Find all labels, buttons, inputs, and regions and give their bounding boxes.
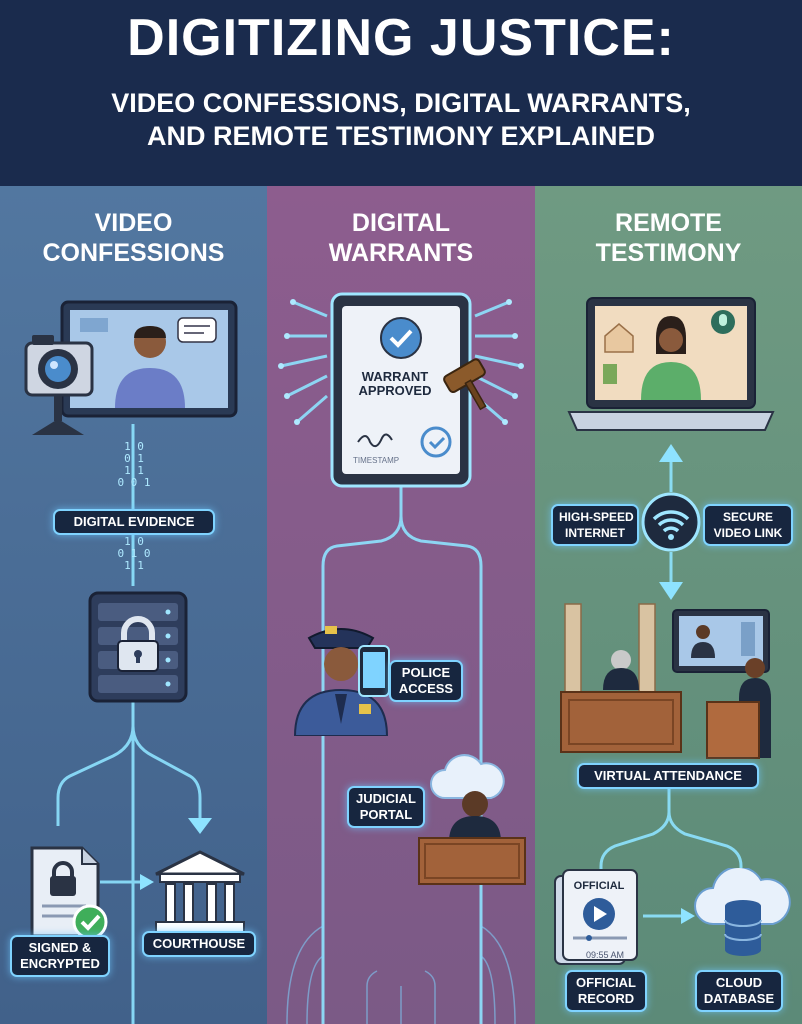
warrants-column-title-line-2: WARRANTS <box>328 239 474 267</box>
warrant-text-line-1: WARRANT <box>361 369 429 384</box>
courthouse-icon <box>155 850 245 933</box>
signed-label-line-2: ENCRYPTED <box>20 956 100 971</box>
police-officer-icon <box>293 626 389 736</box>
testimony-column-title-line-1: REMOTE <box>615 209 722 237</box>
signed-encrypted-label: SIGNED & ENCRYPTED <box>10 935 110 977</box>
wifi-icon <box>641 492 701 552</box>
binary-stream-lower: 1 0 0 1 0 1 1 <box>104 536 164 572</box>
secure-video-link-label: SECURE VIDEO LINK <box>703 504 793 546</box>
judge-at-bench-icon <box>418 791 526 885</box>
signed-document-icon <box>30 846 108 940</box>
signed-label-line-1: SIGNED & <box>28 940 92 955</box>
cloud-database-label-line-2: DATABASE <box>703 991 775 1006</box>
binary-row: 1 1 <box>124 464 144 477</box>
video-column-title-line-2: CONFESSIONS <box>42 239 225 267</box>
digital-warrants-column: DIGITAL WARRANTS <box>267 186 535 1024</box>
courthouse-label: COURTHOUSE <box>142 931 256 957</box>
cloud-database-label: CLOUD DATABASE <box>695 970 783 1012</box>
warrants-column-title-line-1: DIGITAL <box>351 209 451 237</box>
digital-evidence-label: DIGITAL EVIDENCE <box>53 509 215 535</box>
binary-row: 0 1 <box>124 452 144 465</box>
internet-label-line-1: HIGH-SPEED <box>559 510 634 524</box>
judicial-portal-label: JUDICIAL PORTAL <box>347 786 425 828</box>
record-card-header: OFFICIAL <box>573 880 625 892</box>
police-label-line-1: POLICE <box>401 665 451 680</box>
cloud-icon <box>430 754 505 799</box>
virtual-attendance-label: VIRTUAL ATTENDANCE <box>577 763 759 789</box>
official-record-label: OFFICIAL RECORD <box>565 970 647 1012</box>
official-record-label-line-2: RECORD <box>577 991 635 1006</box>
main-title: DIGITIZING JUSTICE: <box>127 9 675 67</box>
subtitle-line-1: VIDEO CONFESSIONS, DIGITAL WARRANTS, <box>111 88 691 118</box>
record-card-time: 09:55 AM <box>585 950 625 960</box>
header-banner: DIGITIZING JUSTICE: VIDEO CONFESSIONS, D… <box>0 0 802 186</box>
video-column-title-line-1: VIDEO <box>94 209 173 237</box>
binary-row: 0 0 1 <box>117 476 151 489</box>
video-link-label-line-2: VIDEO LINK <box>713 526 783 540</box>
binary-row: 1 0 <box>124 535 144 548</box>
high-speed-internet-label: HIGH-SPEED INTERNET <box>551 504 639 546</box>
encrypted-server-icon <box>88 591 188 703</box>
internet-label-line-2: INTERNET <box>565 526 625 540</box>
warrant-tablet-icon <box>330 292 472 488</box>
timestamp-text: TIMESTAMP <box>353 456 400 465</box>
cloud-database-label-line-1: CLOUD <box>715 975 763 990</box>
courtroom-scene-icon <box>560 603 771 759</box>
warrant-text-line-2: APPROVED <box>358 383 432 398</box>
gavel-icon <box>443 358 487 411</box>
binary-stream: 1 0 0 1 1 1 0 0 1 <box>104 441 164 489</box>
laptop-witness-icon <box>567 297 775 431</box>
binary-row: 1 0 <box>124 440 144 453</box>
police-access-label: POLICE ACCESS <box>389 660 463 702</box>
binary-row: 1 1 <box>124 559 144 572</box>
video-monitor-icon <box>60 300 238 418</box>
judicial-label-line-1: JUDICIAL <box>356 791 416 806</box>
warrant-approved-text: WARRANT APPROVED <box>345 370 445 398</box>
camera-icon <box>24 335 94 435</box>
official-record-icon <box>554 869 638 965</box>
binary-row: 0 1 0 <box>117 547 151 560</box>
judicial-label-line-2: PORTAL <box>359 807 413 822</box>
video-link-label-line-1: SECURE <box>722 510 773 524</box>
official-record-label-line-1: OFFICIAL <box>576 975 636 990</box>
video-confessions-column: VIDEO CONFESSIONS 1 0 0 1 1 1 0 0 1 1 0 … <box>0 186 267 1024</box>
smartphone-icon <box>358 645 390 697</box>
remote-testimony-column: REMOTE TESTIMONY HIGH-SP <box>535 186 802 1024</box>
testimony-column-title-line-2: TESTIMONY <box>595 239 742 267</box>
police-label-line-2: ACCESS <box>398 681 454 696</box>
subtitle-line-2: AND REMOTE TESTIMONY EXPLAINED <box>146 121 656 151</box>
cloud-database-icon <box>694 868 791 956</box>
